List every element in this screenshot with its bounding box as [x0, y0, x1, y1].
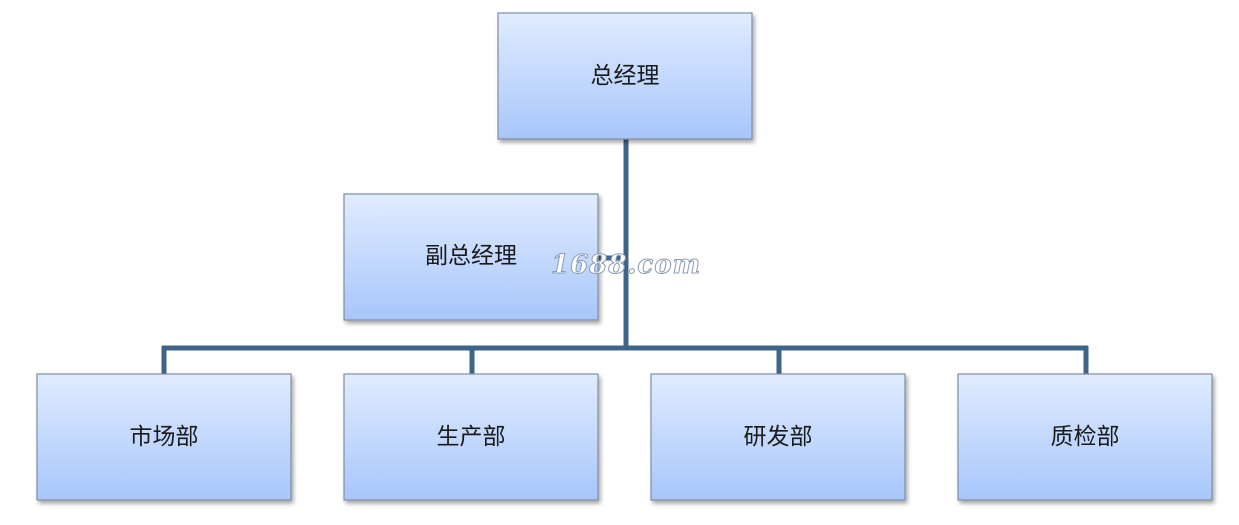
- node-box-assistant: [343, 193, 599, 321]
- org-node-department-2: 生产部: [343, 373, 599, 501]
- node-label-department-1: 市场部: [130, 424, 199, 450]
- node-label-department-3: 研发部: [744, 424, 813, 450]
- node-box-root: [497, 12, 753, 140]
- node-label-department-2: 生产部: [437, 424, 506, 450]
- org-node-department-3: 研发部: [650, 373, 906, 501]
- org-node-department-1: 市场部: [36, 373, 292, 501]
- node-box-department-1: [36, 373, 292, 501]
- node-label-department-4: 质检部: [1051, 424, 1120, 450]
- org-node-root: 总经理: [497, 12, 753, 140]
- node-box-department-3: [650, 373, 906, 501]
- node-box-department-2: [343, 373, 599, 501]
- node-box-department-4: [957, 373, 1213, 501]
- org-node-assistant: 副总经理: [343, 193, 599, 321]
- org-node-department-4: 质检部: [957, 373, 1213, 501]
- node-label-root: 总经理: [591, 63, 660, 89]
- watermark-text: 1688.com: [551, 250, 701, 280]
- connectors: [161, 139, 1089, 374]
- node-label-assistant: 副总经理: [425, 243, 517, 269]
